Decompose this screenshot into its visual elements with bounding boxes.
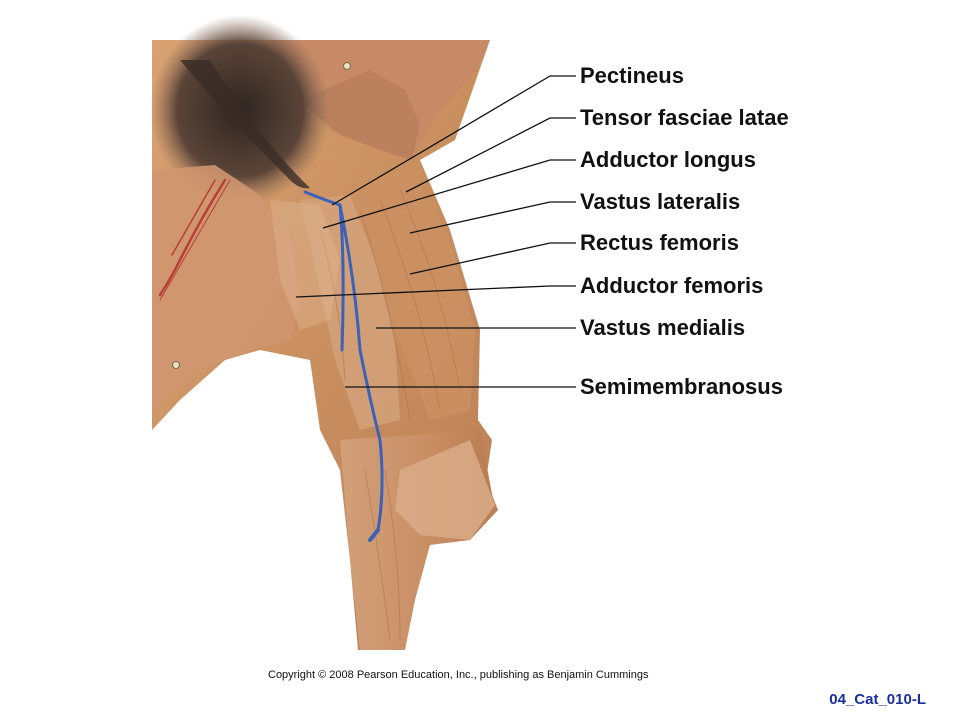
leader-line-rectus-femoris [409, 242, 576, 275]
muscle-striations [319, 189, 461, 641]
leader-line-pectineus [331, 75, 576, 206]
label-rectus-femoris: Rectus femoris [580, 230, 739, 255]
blue-vessels [303, 190, 384, 542]
body-wall-fold [300, 70, 420, 160]
leader-line-vastus-lateralis [409, 201, 576, 234]
knee-fold [395, 440, 495, 540]
copyright-notice: Copyright © 2008 Pearson Education, Inc.… [268, 669, 649, 681]
leader-lines [295, 75, 576, 388]
thigh-medial-band [300, 195, 400, 430]
pins [172, 62, 351, 369]
leader-line-adductor-longus [322, 159, 576, 229]
red-vessels [158, 178, 231, 301]
fascia-highlight [270, 200, 340, 330]
leader-line-adductor-femoris [295, 285, 576, 298]
leader-line-tensor-fasciae-latae [405, 117, 576, 193]
dark-crease [180, 60, 310, 189]
label-vastus-lateralis: Vastus lateralis [580, 189, 741, 214]
label-pectineus: Pectineus [580, 63, 684, 88]
figure-code: 04_Cat_010-L [829, 691, 926, 708]
label-tensor-fasciae-latae: Tensor fasciae latae [580, 105, 789, 130]
label-adductor-longus: Adductor longus [580, 147, 756, 172]
label-vastus-medialis: Vastus medialis [580, 315, 746, 340]
label-semimembranosus: Semimembranosus [580, 374, 783, 399]
label-adductor-femoris: Adductor femoris [580, 273, 764, 298]
